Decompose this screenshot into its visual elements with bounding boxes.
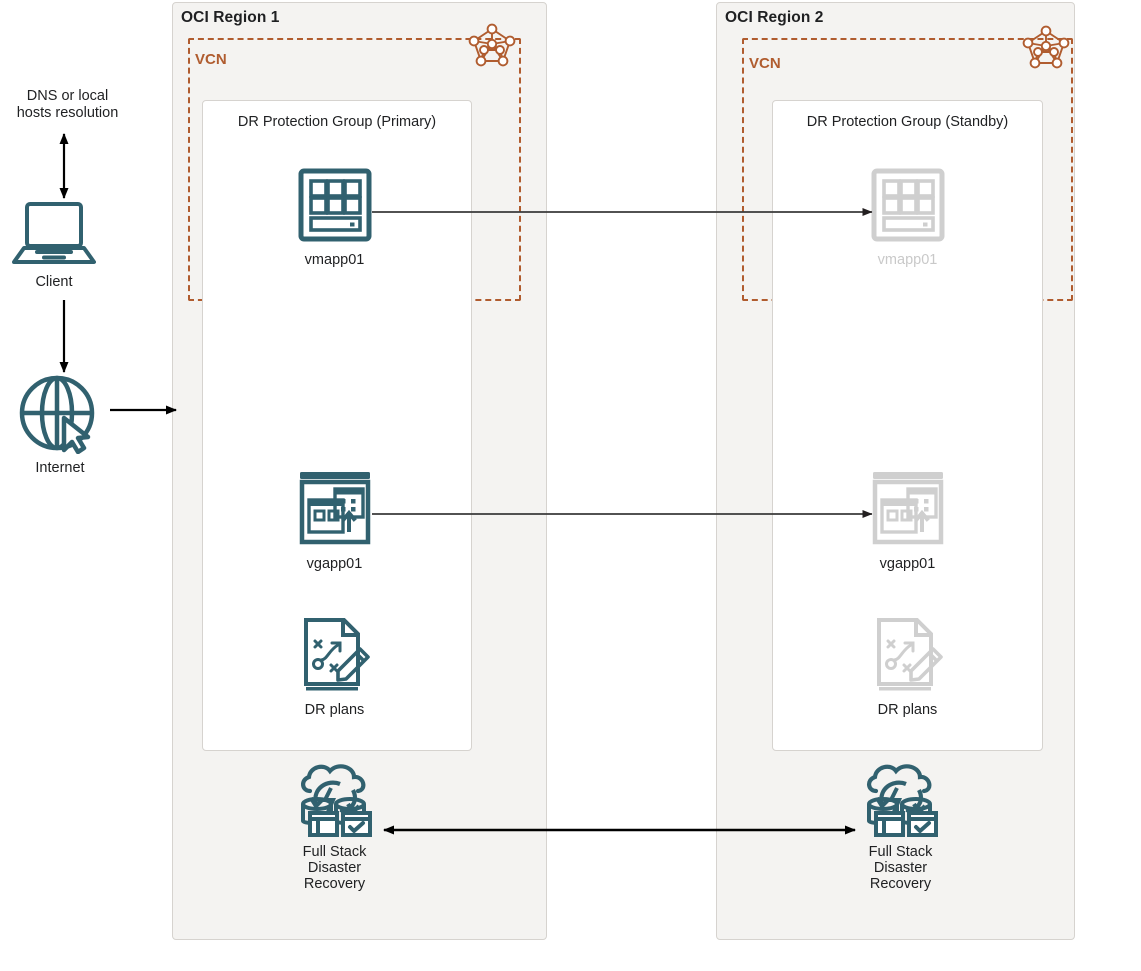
node-label: Full Stack Disaster Recovery bbox=[868, 844, 933, 893]
region-2-vcn-label: VCN bbox=[749, 55, 781, 72]
node-internet[interactable]: Internet bbox=[12, 372, 108, 476]
vcn-pentagon-icon bbox=[466, 20, 518, 73]
dr-plan-document-icon bbox=[845, 614, 970, 696]
node-label: vmapp01 bbox=[877, 252, 938, 268]
node-label: Internet bbox=[35, 460, 85, 476]
volume-group-icon bbox=[845, 468, 970, 550]
compute-instance-icon bbox=[272, 164, 397, 246]
node-dr-plans-primary[interactable]: DR plans bbox=[272, 614, 397, 718]
dr-protection-group-standby-title: DR Protection Group (Standby) bbox=[806, 114, 1009, 130]
dr-plan-document-icon bbox=[272, 614, 397, 696]
node-label: Client bbox=[35, 274, 73, 290]
node-label: vgapp01 bbox=[306, 556, 363, 572]
full-stack-dr-icon bbox=[272, 760, 397, 838]
node-label: vmapp01 bbox=[304, 252, 365, 268]
node-client[interactable]: Client bbox=[6, 198, 102, 290]
node-vgapp01-primary[interactable]: vgapp01 bbox=[272, 468, 397, 572]
node-vmapp01-standby[interactable]: vmapp01 bbox=[845, 164, 970, 268]
node-vmapp01-primary[interactable]: vmapp01 bbox=[272, 164, 397, 268]
region-1-title: OCI Region 1 bbox=[181, 9, 280, 26]
node-full-stack-dr-region-1[interactable]: Full Stack Disaster Recovery bbox=[272, 760, 397, 893]
node-label: DR plans bbox=[877, 702, 938, 718]
volume-group-icon bbox=[272, 468, 397, 550]
dr-protection-group-primary-title: DR Protection Group (Primary) bbox=[237, 114, 437, 130]
node-label: Full Stack Disaster Recovery bbox=[302, 844, 367, 893]
node-vgapp01-standby[interactable]: vgapp01 bbox=[845, 468, 970, 572]
laptop-icon bbox=[6, 198, 102, 268]
globe-cursor-icon bbox=[12, 372, 108, 455]
node-full-stack-dr-region-2[interactable]: Full Stack Disaster Recovery bbox=[838, 760, 963, 893]
dns-resolution-label: DNS or local hosts resolution bbox=[16, 88, 119, 122]
vcn-pentagon-icon bbox=[1020, 22, 1072, 75]
node-label: DR plans bbox=[304, 702, 365, 718]
full-stack-dr-icon bbox=[838, 760, 963, 838]
node-label: vgapp01 bbox=[879, 556, 936, 572]
region-1-vcn-label: VCN bbox=[195, 51, 227, 68]
compute-instance-icon bbox=[845, 164, 970, 246]
region-2-title: OCI Region 2 bbox=[725, 9, 824, 26]
node-dr-plans-standby[interactable]: DR plans bbox=[845, 614, 970, 718]
